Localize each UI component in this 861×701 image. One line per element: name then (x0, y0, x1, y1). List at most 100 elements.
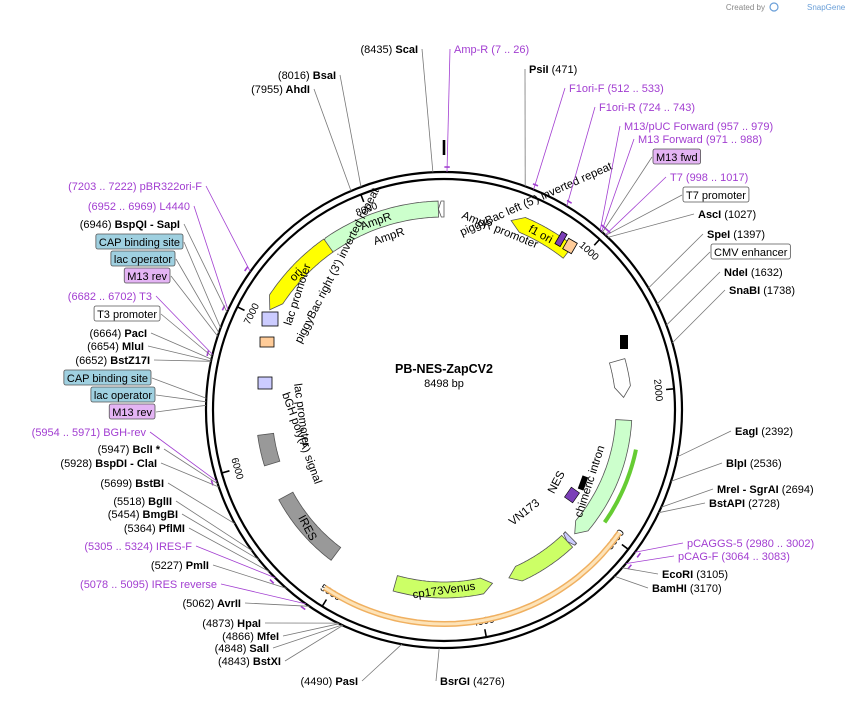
site-box-label: M13 rev (127, 271, 167, 283)
feature-nes (562, 530, 578, 546)
nes-box (564, 486, 580, 504)
site-leader-line (160, 313, 213, 357)
intron-track (602, 449, 638, 524)
enzyme-label: (8016) BsaI (278, 70, 336, 82)
tick-label: 7000 (242, 301, 262, 326)
lac-cluster-2 (257, 376, 273, 390)
site-box-cmv-enhancer: CMV enhancer (710, 243, 791, 260)
feature-label: NES (546, 469, 568, 496)
site-leader-line (672, 289, 726, 344)
lac-cluster-1 (261, 311, 279, 327)
nes-end-marker (577, 475, 589, 491)
primer-label: Amp-R (7 .. 26) (454, 44, 529, 56)
site-box-m13-fwd: M13 fwd (652, 148, 701, 165)
primer-label: (5078 .. 5095) IRES reverse (80, 579, 217, 591)
site-leader-line (566, 106, 596, 207)
site-leader-line (160, 462, 219, 488)
site-leader-line (446, 48, 451, 173)
enzyme-label: (4866) MfeI (222, 631, 279, 643)
site-leader-line (605, 194, 683, 236)
enzyme-label: (4873) HpaI (202, 618, 261, 630)
site-leader-line (155, 295, 213, 355)
primer-label: F1ori-R (724 .. 743) (599, 102, 695, 114)
feature-chimeric-intron (574, 419, 633, 535)
site-leader-line (339, 74, 362, 188)
enzyme-label: MreI - SgrAI (2694) (717, 484, 814, 496)
primer-label: M13 Forward (971 .. 988) (638, 134, 762, 146)
primer-label: (5954 .. 5971) BGH-rev (32, 427, 147, 439)
site-leader-line (155, 404, 207, 413)
enzyme-label: (4490) PasI (301, 676, 358, 688)
site-leader-line (163, 448, 218, 485)
tick-mark (665, 387, 675, 391)
site-box-frame (63, 369, 152, 386)
enzyme-label: EcoRI (3105) (662, 569, 728, 581)
enzyme-label: NdeI (1632) (724, 267, 783, 279)
feature-f1-ori (510, 217, 574, 259)
enzyme-label: EagI (2392) (735, 426, 793, 438)
site-box-frame (90, 386, 156, 403)
site-labels: (8435) ScaI (8016) BsaI (7955) AhdI (7203 .… (32, 44, 815, 688)
site-leader-line (193, 205, 229, 311)
enzyme-label: SpeI (1397) (707, 229, 765, 241)
site-leader-line (607, 213, 695, 238)
snapgene-logo-icon (769, 2, 779, 12)
enzyme-label: (5928) BspDI - ClaI (60, 458, 157, 470)
piggybac-left-marker (554, 230, 568, 248)
site-leader-line (361, 643, 403, 682)
enzyme-label: (5454) BmgBI (108, 509, 178, 521)
primer-mark (566, 199, 573, 204)
site-leader-line (602, 156, 653, 233)
site-leader-line (648, 233, 704, 289)
promoter-end-marker (620, 335, 628, 349)
site-leader-line (147, 345, 212, 362)
primer-mark (532, 183, 539, 187)
enzyme-label: (7955) AhdI (251, 84, 310, 96)
site-leader-line (677, 430, 732, 458)
site-leader-line (533, 87, 566, 190)
plasmid-length: 8498 bp (424, 378, 464, 390)
site-box-label: T3 promoter (97, 309, 157, 321)
backbone-inner-ring (211, 177, 677, 643)
site-leader-line (167, 482, 236, 525)
enzyme-label: (5947) BclI * (98, 444, 161, 456)
site-box-m13-rev: M13 rev (123, 267, 171, 284)
site-leader-line (153, 359, 212, 362)
enzyme-label: SnaBI (1738) (729, 285, 795, 297)
site-leader-line (666, 271, 721, 326)
site-leader-line (661, 488, 714, 508)
feature-ori (269, 238, 334, 311)
enzyme-label: (5227) PmlI (151, 560, 209, 572)
primer-label: (6682 .. 6702) T3 (68, 291, 152, 303)
brand-name: SnapGene (807, 3, 846, 12)
tick-mark (321, 599, 328, 607)
site-box-frame (110, 250, 176, 267)
site-box-cap-binding-site: CAP binding site (63, 369, 152, 386)
site-box-label: M13 rev (112, 407, 152, 419)
tick-label: 1000 (577, 240, 601, 263)
enzyme-label: PsiI (471) (529, 64, 577, 76)
primer-label: M13/pUC Forward (957 .. 979) (624, 121, 773, 133)
primer-label: (7203 .. 7222) pBR322ori-F (68, 181, 202, 193)
site-leader-line (151, 377, 207, 399)
primer-label: T7 (998 .. 1017) (670, 172, 748, 184)
site-box-label: CMV enhancer (714, 247, 788, 259)
site-leader-line (656, 251, 711, 305)
enzyme-label: (8435) ScaI (361, 44, 418, 56)
site-box-m13-rev: M13 rev (108, 403, 156, 420)
site-leader-line (282, 623, 340, 637)
site-box-label: lac operator (94, 390, 152, 402)
site-box-label: lac operator (114, 254, 172, 266)
primer-mark (606, 228, 612, 234)
enzyme-label: (5062) AvrII (183, 598, 242, 610)
feature-ampr-promoter (437, 200, 445, 218)
enzyme-label: (6654) MluI (87, 341, 144, 353)
primer-mark (636, 552, 642, 558)
feature-chicken-beta-actin-promoter (608, 358, 631, 399)
enzyme-label: BstAPI (2728) (709, 498, 780, 510)
site-leader-line (670, 462, 723, 482)
site-leader-line (435, 647, 440, 682)
enzyme-label: (6652) BstZ17I (75, 355, 150, 367)
primer-label: pCAGGS-5 (2980 .. 3002) (687, 538, 814, 550)
